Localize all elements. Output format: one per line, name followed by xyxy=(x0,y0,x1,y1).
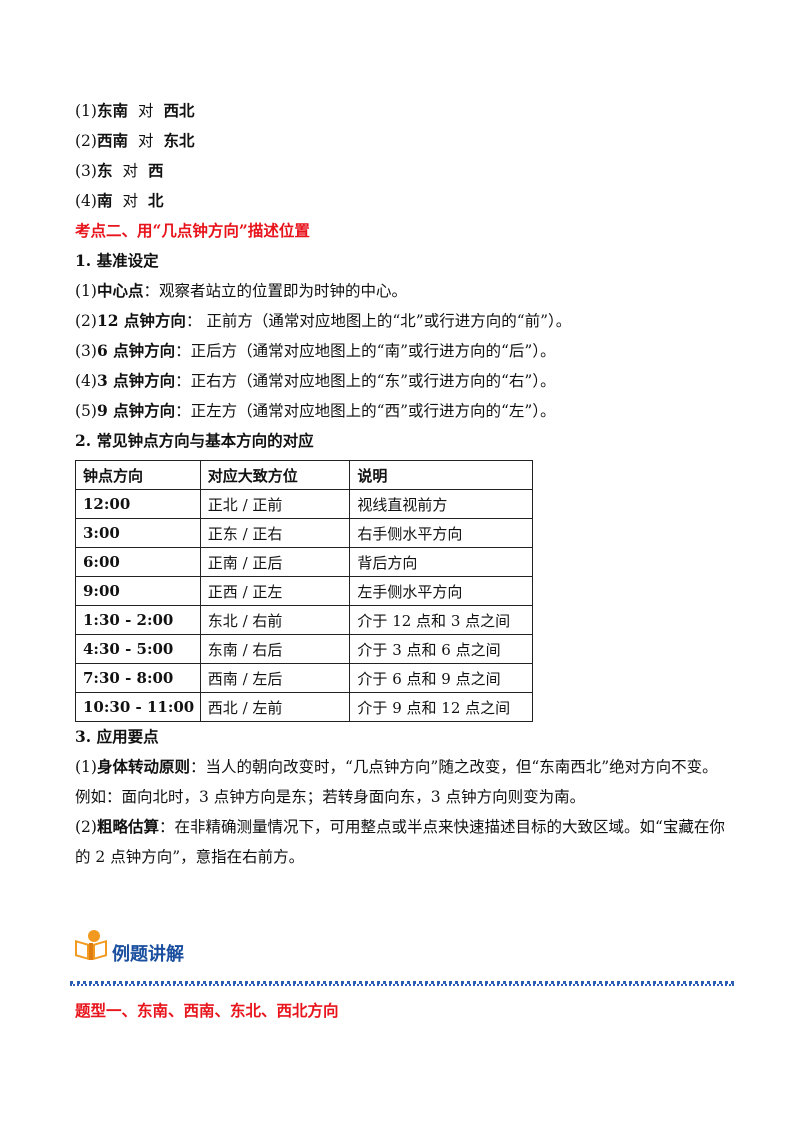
direction-a: 南 xyxy=(96,191,113,210)
item-text: ：在非精确测量情况下，可用整点或半点来快速描述目标的大致区域。如“宝藏在你的 2… xyxy=(75,818,725,866)
dui-word: 对 xyxy=(137,132,154,150)
clock-cell: 9:00 xyxy=(75,576,201,606)
direction-cell: 西南 / 左后 xyxy=(199,663,351,693)
table-header-row: 钟点方向 对应大致方位 说明 xyxy=(75,460,533,490)
section-heading-1: 1. 基准设定 xyxy=(75,251,159,270)
item-text: ：当人的朝向改变时，“几点钟方向”随之改变，但“东南西北”绝对方向不变。 xyxy=(189,758,718,776)
question-type-one-heading: 题型一、东南、西南、东北、西北方向 xyxy=(75,1001,339,1020)
dui-word: 对 xyxy=(122,162,138,180)
item-number: (1) xyxy=(75,282,97,300)
item-number: (3) xyxy=(75,342,97,360)
item-number: (2) xyxy=(75,312,97,330)
note-cell: 视线直视前方 xyxy=(349,489,533,519)
document-body: (1)东南对西北 (2)西南对东北 (3)东对西 (4)南对北 考点二、用“几点… xyxy=(75,96,735,872)
note-cell: 介于 3 点和 6 点之间 xyxy=(349,634,533,664)
clock-cell: 3:00 xyxy=(75,518,201,548)
section-heading-2: 2. 常见钟点方向与基本方向的对应 xyxy=(75,431,314,450)
pair-line: (2)西南对东北 xyxy=(75,126,735,156)
item-number: (1) xyxy=(75,758,97,776)
note-cell: 介于 12 点和 3 点之间 xyxy=(349,605,533,635)
example-section-banner: 例题讲解 xyxy=(72,928,184,966)
reference-item: (4)3 点钟方向：正右方（通常对应地图上的“东”或行进方向的“右”）。 xyxy=(75,366,735,396)
rough-estimate: (2)粗略估算：在非精确测量情况下，可用整点或半点来快速描述目标的大致区域。如“… xyxy=(75,812,735,872)
item-text: ：正右方（通常对应地图上的“东”或行进方向的“右”）。 xyxy=(175,372,556,390)
direction-cell: 东北 / 右前 xyxy=(199,605,351,635)
reference-item: (2)12 点钟方向： 正前方（通常对应地图上的“北”或行进方向的“前”）。 xyxy=(75,306,735,336)
item-term: 粗略估算 xyxy=(96,817,159,836)
dotted-divider xyxy=(70,984,734,986)
clock-cell: 10:30 - 11:00 xyxy=(75,692,201,722)
direction-cell: 西北 / 左前 xyxy=(199,692,351,722)
clock-cell: 4:30 - 5:00 xyxy=(75,634,201,664)
note-cell: 背后方向 xyxy=(349,547,533,577)
direction-cell: 正南 / 正后 xyxy=(199,547,351,577)
note-cell: 介于 6 点和 9 点之间 xyxy=(349,663,533,693)
reference-item: (3)6 点钟方向：正后方（通常对应地图上的“南”或行进方向的“后”）。 xyxy=(75,336,735,366)
item-term: 12 点钟方向 xyxy=(96,311,186,330)
pair-line: (4)南对北 xyxy=(75,186,735,216)
direction-a: 东南 xyxy=(96,101,128,120)
direction-cell: 正西 / 正左 xyxy=(199,576,351,606)
kaodian-two-heading: 考点二、用“几点钟方向”描述位置 xyxy=(75,221,310,240)
item-term: 9 点钟方向 xyxy=(96,401,176,420)
note-cell: 介于 9 点和 12 点之间 xyxy=(349,692,533,722)
reference-item: (1)中心点：观察者站立的位置即为时钟的中心。 xyxy=(75,276,735,306)
reader-book-icon xyxy=(72,928,110,966)
item-number: (4) xyxy=(75,372,97,390)
clock-cell: 12:00 xyxy=(75,489,201,519)
clock-cell: 6:00 xyxy=(75,547,201,577)
item-term: 中心点 xyxy=(96,281,144,300)
item-number: (2) xyxy=(75,818,97,836)
dotted-divider xyxy=(70,981,734,984)
item-text: ： 正前方（通常对应地图上的“北”或行进方向的“前”）。 xyxy=(185,312,572,330)
direction-b: 东北 xyxy=(163,131,195,150)
column-header: 钟点方向 xyxy=(75,460,201,490)
item-term: 6 点钟方向 xyxy=(96,341,176,360)
clock-cell: 7:30 - 8:00 xyxy=(75,663,201,693)
reference-item: (5)9 点钟方向：正左方（通常对应地图上的“西”或行进方向的“左”）。 xyxy=(75,396,735,426)
pair-number: (4) xyxy=(75,192,97,210)
direction-b: 西 xyxy=(148,161,164,180)
column-header: 对应大致方位 xyxy=(199,460,351,490)
note-cell: 右手侧水平方向 xyxy=(349,518,533,548)
direction-cell: 正北 / 正前 xyxy=(199,489,351,519)
item-number: (5) xyxy=(75,402,97,420)
clock-cell: 1:30 - 2:00 xyxy=(75,605,201,635)
item-term: 身体转动原则 xyxy=(96,757,190,776)
pair-number: (3) xyxy=(75,162,97,180)
pair-line: (3)东对西 xyxy=(75,156,735,186)
rotation-principle: (1)身体转动原则：当人的朝向改变时，“几点钟方向”随之改变，但“东南西北”绝对… xyxy=(75,752,735,782)
section-heading-3: 3. 应用要点 xyxy=(75,727,159,746)
dui-word: 对 xyxy=(122,192,138,210)
opposite-pairs: (1)东南对西北 (2)西南对东北 (3)东对西 (4)南对北 xyxy=(75,96,735,216)
note-cell: 左手侧水平方向 xyxy=(349,576,533,606)
example-text: 例如：面向北时，3 点钟方向是东；若转身面向东，3 点钟方向则变为南。 xyxy=(75,788,586,806)
direction-b: 北 xyxy=(148,191,164,210)
pair-number: (1) xyxy=(75,102,97,120)
direction-cell: 东南 / 右后 xyxy=(199,634,351,664)
pair-number: (2) xyxy=(75,132,97,150)
dui-word: 对 xyxy=(137,102,154,120)
column-header: 说明 xyxy=(349,460,533,490)
direction-cell: 正东 / 正右 xyxy=(199,518,351,548)
pair-line: (1)东南对西北 xyxy=(75,96,735,126)
item-text: ：正后方（通常对应地图上的“南”或行进方向的“后”）。 xyxy=(175,342,556,360)
direction-a: 西南 xyxy=(96,131,128,150)
item-term: 3 点钟方向 xyxy=(96,371,176,390)
item-text: ：正左方（通常对应地图上的“西”或行进方向的“左”）。 xyxy=(175,402,556,420)
direction-a: 东 xyxy=(96,161,113,180)
item-text: ：观察者站立的位置即为时钟的中心。 xyxy=(143,282,407,300)
direction-b: 西北 xyxy=(163,101,195,120)
section-title: 例题讲解 xyxy=(112,944,184,965)
